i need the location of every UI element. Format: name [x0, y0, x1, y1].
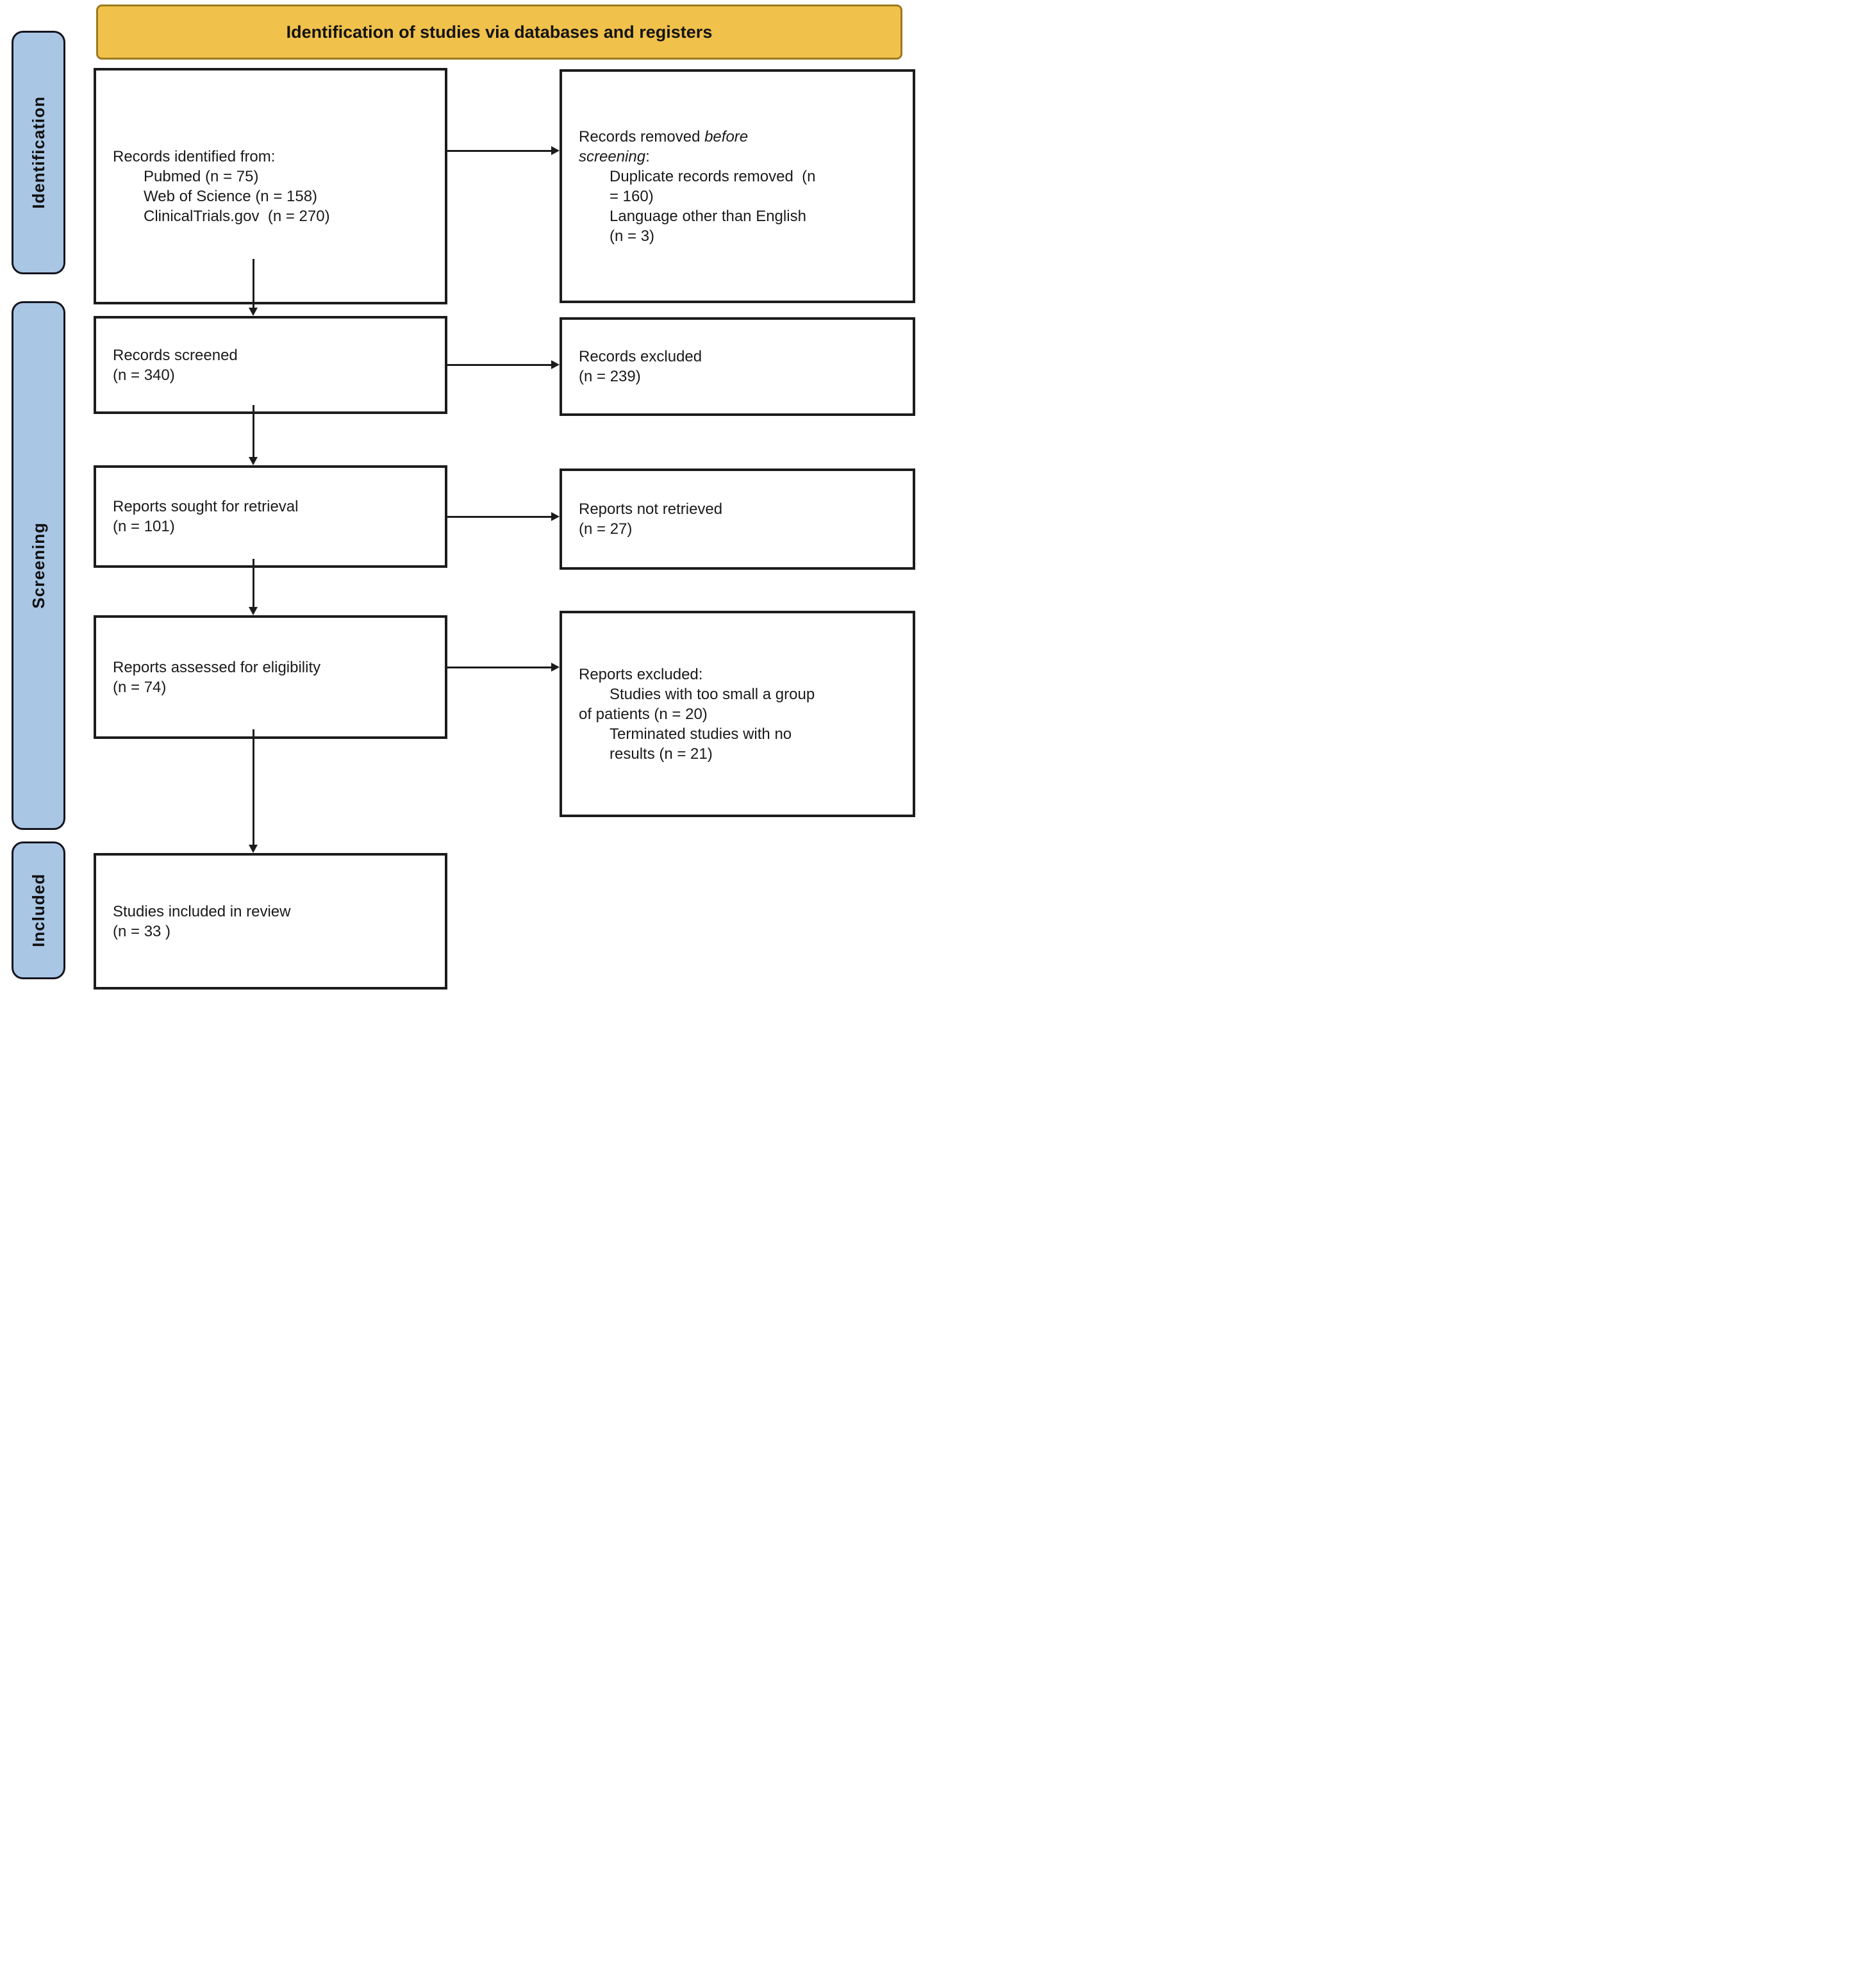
- records-excluded-count: (n = 239): [579, 368, 641, 385]
- arrow-sought-to-assessed-head-icon: [249, 607, 258, 615]
- reports-not-retrieved-count: (n = 27): [579, 520, 633, 538]
- arrow-screened-to-sought-head-icon: [249, 457, 258, 465]
- records-identified-source-wos: Web of Science (n = 158): [144, 187, 318, 205]
- arrow-identified-to-removed-head-icon: [551, 146, 560, 155]
- studies-included-label: Studies included in review: [113, 902, 291, 920]
- arrow-assessed-to-included-head-icon: [249, 845, 258, 853]
- records-removed-title-line2: screening:: [579, 147, 650, 165]
- arrow-assessed-to-reportsexcluded-head-icon: [551, 663, 560, 672]
- arrow-screened-to-excluded-head-icon: [551, 360, 560, 369]
- arrow-screened-to-excluded-line: [447, 364, 552, 366]
- records-removed-duplicates-1: Duplicate records removed (n: [610, 167, 816, 185]
- arrow-identified-to-screened-line: [253, 259, 254, 310]
- reports-sought-label: Reports sought for retrieval: [113, 498, 299, 515]
- records-removed-duplicates-2: = 160): [610, 187, 654, 205]
- stage-label-screening: Screening: [12, 301, 65, 830]
- box-reports-sought: Reports sought for retrieval (n = 101): [94, 465, 447, 568]
- arrow-sought-to-assessed-line: [253, 559, 254, 609]
- box-reports-not-retrieved: Reports not retrieved (n = 27): [560, 468, 915, 570]
- records-screened-count: (n = 340): [113, 366, 175, 384]
- records-removed-language-1: Language other than English: [610, 207, 806, 225]
- box-records-excluded: Records excluded (n = 239): [560, 317, 915, 416]
- arrow-sought-to-notretrieved-line: [447, 516, 552, 518]
- records-removed-language-2: (n = 3): [610, 227, 655, 245]
- reports-excluded-terminated-2: results (n = 21): [610, 745, 713, 763]
- stage-label-included: Included: [12, 841, 65, 979]
- box-reports-excluded: Reports excluded: Studies with too small…: [560, 611, 915, 817]
- reports-assessed-count: (n = 74): [113, 678, 167, 696]
- reports-sought-count: (n = 101): [113, 518, 175, 535]
- records-removed-title-line1: Records removed before: [579, 128, 749, 145]
- stage-label-screening-text: Screening: [28, 522, 48, 609]
- diagram-title: Identification of studies via databases …: [286, 22, 713, 42]
- stage-label-included-text: Included: [28, 874, 48, 947]
- records-identified-source-clinicaltrials: ClinicalTrials.gov (n = 270): [144, 207, 330, 225]
- records-excluded-label: Records excluded: [579, 348, 702, 365]
- box-reports-assessed: Reports assessed for eligibility (n = 74…: [94, 615, 447, 739]
- arrow-identified-to-screened-head-icon: [249, 308, 258, 316]
- arrow-screened-to-sought-line: [253, 405, 254, 459]
- reports-excluded-title: Reports excluded:: [579, 665, 703, 683]
- stage-label-identification-text: Identification: [28, 96, 48, 209]
- studies-included-count: (n = 33 ): [113, 922, 171, 940]
- arrow-assessed-to-included-line: [253, 729, 254, 847]
- stage-label-identification: Identification: [12, 31, 65, 274]
- arrow-identified-to-removed-line: [447, 150, 552, 152]
- records-identified-title: Records identified from:: [113, 147, 276, 165]
- reports-assessed-label: Reports assessed for eligibility: [113, 658, 321, 676]
- arrow-sought-to-notretrieved-head-icon: [551, 512, 560, 521]
- arrow-assessed-to-reportsexcluded-line: [447, 667, 552, 668]
- reports-not-retrieved-label: Reports not retrieved: [579, 501, 723, 518]
- records-identified-source-pubmed: Pubmed (n = 75): [144, 167, 259, 185]
- box-records-removed: Records removed before screening: Duplic…: [560, 69, 915, 303]
- box-records-identified: Records identified from: Pubmed (n = 75)…: [94, 68, 447, 304]
- box-studies-included: Studies included in review (n = 33 ): [94, 853, 447, 990]
- reports-excluded-terminated-1: Terminated studies with no: [610, 725, 792, 743]
- reports-excluded-small-group-1: Studies with too small a group: [610, 685, 815, 703]
- records-screened-label: Records screened: [113, 346, 238, 364]
- box-records-screened: Records screened (n = 340): [94, 316, 447, 414]
- prisma-flow-diagram: Identification of studies via databases …: [0, 0, 926, 994]
- reports-excluded-small-group-2: of patients (n = 20): [579, 705, 708, 723]
- diagram-title-banner: Identification of studies via databases …: [96, 4, 902, 60]
